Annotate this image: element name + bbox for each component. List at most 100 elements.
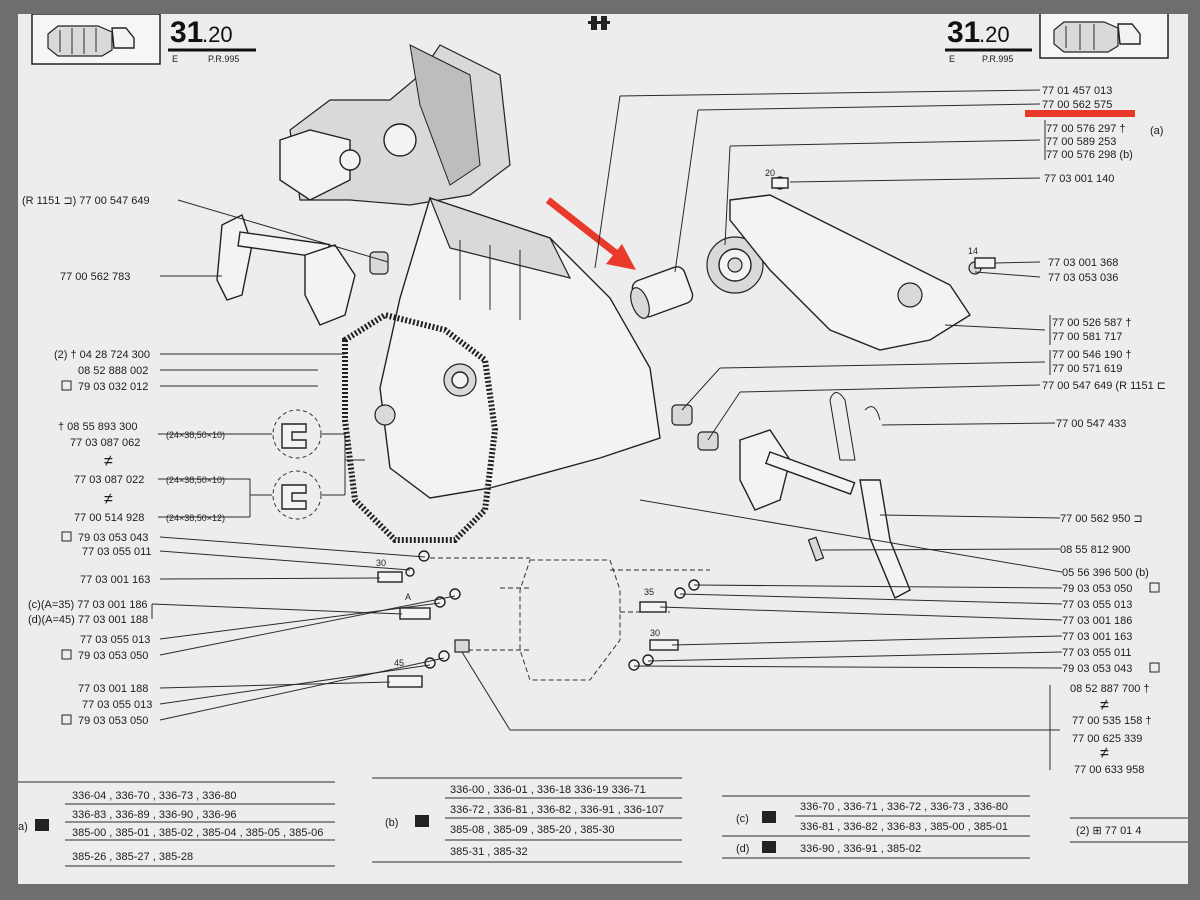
footer: a) 336-04 , 336-70 , 336-73 , 336-80 336… bbox=[18, 777, 1188, 867]
group-b-letter: (b) bbox=[385, 817, 398, 829]
label-r18: 77 03 055 013 bbox=[1062, 599, 1132, 611]
seal-ring-1 bbox=[272, 409, 322, 459]
housing-gasket bbox=[342, 311, 499, 543]
group-c-1: 336-81 , 336-82 , 336-83 , 385-00 , 385-… bbox=[800, 821, 1008, 833]
label-l9: 79 03 053 043 bbox=[78, 532, 148, 544]
gearbox-assembly bbox=[279, 44, 511, 206]
label-r0: 77 01 457 013 bbox=[1042, 85, 1112, 97]
label-l7: 77 03 087 022 bbox=[74, 474, 144, 486]
bolts-left bbox=[377, 550, 470, 688]
label-r3: 77 00 589 253 bbox=[1046, 136, 1116, 148]
label-l10: 77 03 055 011 bbox=[82, 546, 152, 558]
label-l3: 08 52 888 002 bbox=[78, 365, 148, 377]
label-r14: 77 00 562 950 ⊐ bbox=[1060, 513, 1143, 525]
label-l5: † 08 55 893 300 bbox=[58, 421, 138, 433]
label-r9: 77 00 581 717 bbox=[1052, 331, 1122, 343]
label-r20: 77 03 001 163 bbox=[1062, 631, 1132, 643]
label-r22: 79 03 053 043 bbox=[1062, 663, 1132, 675]
header-left: 31 .20 E P.R.995 bbox=[31, 14, 256, 65]
seal-dim-0: (24×38,50×10) bbox=[166, 430, 225, 440]
seal-dim-2: (24×38,50×12) bbox=[166, 513, 225, 523]
label-l8: 77 00 514 928 bbox=[74, 512, 144, 524]
exploded-diagram: 31 .20 E P.R.995 31 .20 E P.R.995 bbox=[18, 14, 1188, 867]
group-a-letter: a) bbox=[18, 821, 28, 833]
group-c-letter: (c) bbox=[736, 813, 749, 825]
group-b-0: 336-00 , 336-01 , 336-18 336-19 336-71 bbox=[450, 784, 646, 796]
group-b-3: 385-31 , 385-32 bbox=[450, 846, 528, 858]
corner-note: (2) ⊞ 77 01 4 bbox=[1076, 825, 1141, 837]
group-b-1: 336-72 , 336-81 , 336-82 , 336-91 , 336-… bbox=[450, 804, 664, 816]
label-l17: 77 03 055 013 bbox=[82, 699, 152, 711]
label-l6: 77 03 087 062 bbox=[70, 437, 140, 449]
edition-right: E bbox=[949, 54, 955, 64]
group-c-0: 336-70 , 336-71 , 336-72 , 336-73 , 336-… bbox=[800, 801, 1008, 813]
group-d-0: 336-90 , 336-91 , 385-02 bbox=[800, 843, 921, 855]
label-r26: 77 00 633 958 bbox=[1074, 764, 1144, 776]
label-r16: 05 56 396 500 (b) bbox=[1062, 567, 1149, 579]
bolt-num-0: 20 bbox=[765, 168, 775, 178]
reference-right: P.R.995 bbox=[982, 54, 1013, 64]
red-arrow-icon bbox=[545, 197, 636, 270]
clutch-housing bbox=[379, 197, 661, 499]
reference-left: P.R.995 bbox=[208, 54, 239, 64]
label-l0: (R 1151 ⊐) 77 00 547 649 bbox=[22, 195, 150, 207]
right-labels: 77 01 457 013 77 00 562 575 77 00 576 29… bbox=[1042, 85, 1166, 776]
label-l2: (2) † 04 28 724 300 bbox=[54, 349, 150, 361]
label-l12: (c)(A=35) 77 03 001 186 bbox=[28, 599, 148, 611]
group-a-3: 385-26 , 385-27 , 385-28 bbox=[72, 851, 193, 863]
guide-tube bbox=[630, 266, 694, 319]
catalog-sheet: 31 .20 E P.R.995 31 .20 E P.R.995 bbox=[18, 14, 1188, 884]
group-b-2: 385-08 , 385-09 , 385-20 , 385-30 bbox=[450, 824, 615, 836]
page-sub-right: .20 bbox=[979, 22, 1010, 47]
label-l13: (d)(A=45) 77 03 001 188 bbox=[28, 614, 148, 626]
label-r4: 77 00 576 298 (b) bbox=[1046, 149, 1133, 161]
group-b-icon bbox=[415, 815, 429, 827]
label-l1: 77 00 562 783 bbox=[60, 271, 130, 283]
label-r11: 77 00 571 619 bbox=[1052, 363, 1122, 375]
label-r15: 08 55 812 900 bbox=[1060, 544, 1130, 556]
label-r7: 77 03 053 036 bbox=[1048, 272, 1118, 284]
label-r1: 77 00 562 575 bbox=[1042, 99, 1112, 111]
label-r24: 77 00 535 158 † bbox=[1072, 715, 1152, 727]
group-a-0: 336-04 , 336-70 , 336-73 , 336-80 bbox=[72, 790, 237, 802]
registration-mark-icon bbox=[588, 16, 610, 30]
bolt-num-5: 35 bbox=[644, 587, 654, 597]
red-underline bbox=[1025, 110, 1135, 117]
group-d-letter: (d) bbox=[736, 843, 749, 855]
release-bearing bbox=[706, 236, 764, 294]
label-r19: 77 03 001 186 bbox=[1062, 615, 1132, 627]
label-l18: 79 03 053 050 bbox=[78, 715, 148, 727]
bolt-num-4: 45 bbox=[394, 658, 404, 668]
bolt-template bbox=[430, 557, 710, 681]
page-sub: .20 bbox=[202, 22, 233, 47]
edition-left: E bbox=[172, 54, 178, 64]
page-number: 31 bbox=[170, 16, 203, 49]
bolt-numbers: 20 14 30 A 45 35 30 bbox=[376, 168, 978, 668]
bolt-num-1: 14 bbox=[968, 246, 978, 256]
label-l15: 79 03 053 050 bbox=[78, 650, 148, 662]
label-r5: 77 03 001 140 bbox=[1044, 173, 1114, 185]
gearbox-thumbnail-icon-right bbox=[1053, 21, 1141, 53]
annot-a: (a) bbox=[1150, 125, 1163, 137]
group-d-icon bbox=[762, 841, 776, 853]
seal-dim-1: (24×38,50×10) bbox=[166, 475, 225, 485]
label-r25: 77 00 625 339 bbox=[1072, 733, 1142, 745]
group-a-1: 336-83 , 336-89 , 336-90 , 336-96 bbox=[72, 809, 237, 821]
label-r6: 77 03 001 368 bbox=[1048, 257, 1118, 269]
ne-symbol-2: ≠ bbox=[104, 491, 113, 508]
label-r8: 77 00 526 587 † bbox=[1052, 317, 1132, 329]
shift-fork-left bbox=[216, 214, 389, 326]
header-right: 31 .20 E P.R.995 bbox=[945, 14, 1169, 64]
page-number-right: 31 bbox=[947, 16, 980, 49]
ne-symbol-4: ≠ bbox=[1100, 745, 1109, 762]
cover-plate bbox=[729, 176, 982, 351]
leader-lines-right bbox=[461, 89, 1063, 770]
label-l16: 77 03 001 188 bbox=[78, 683, 148, 695]
bolt-num-2: 30 bbox=[376, 558, 386, 568]
group-a-2: 385-00 , 385-01 , 385-02 , 385-04 , 385-… bbox=[72, 827, 323, 839]
seal-ring-2 bbox=[272, 470, 322, 520]
label-r12: 77 00 547 649 (R 1151 ⊏ bbox=[1042, 380, 1166, 392]
gearbox-thumbnail-icon bbox=[47, 25, 135, 57]
label-l4: 79 03 032 012 bbox=[78, 381, 148, 393]
label-r23: 08 52 887 700 † bbox=[1070, 683, 1150, 695]
